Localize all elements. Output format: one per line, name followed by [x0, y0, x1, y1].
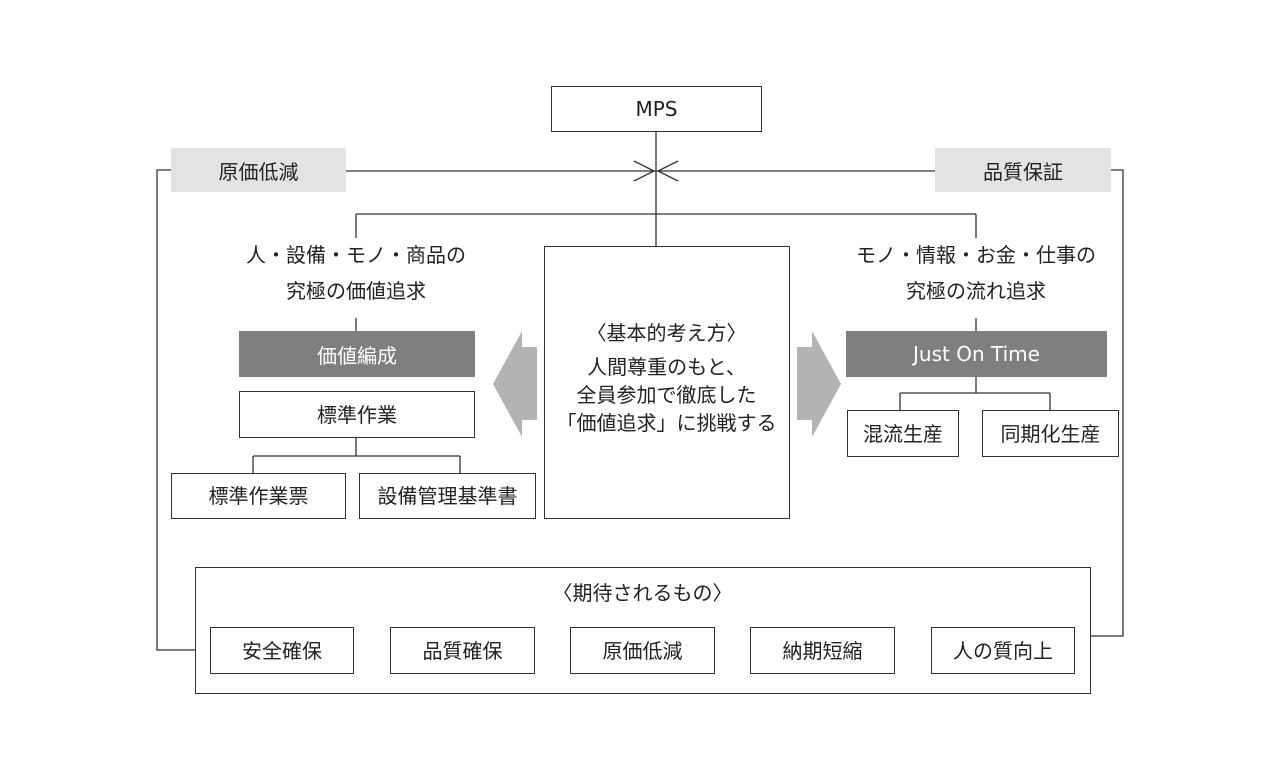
- mixed-production-label: 混流生産: [863, 421, 943, 446]
- expectation-quality: 品質確保: [390, 627, 535, 674]
- just-on-time-label: Just On Time: [913, 342, 1040, 366]
- basic-concept-line1: 人間尊重のもと、: [587, 355, 746, 379]
- basic-concept-content: 〈基本的考え方〉 人間尊重のもと、 全員参加で徹底した 「価値追求」に挑戦する: [545, 319, 788, 437]
- left-big-arrow: [493, 331, 537, 437]
- standard-work-sheet-label: 標準作業票: [208, 484, 309, 508]
- left-heading: 人・設備・モノ・商品の 究極の価値追求: [206, 242, 506, 304]
- right-heading-line2: 究極の流れ追求: [906, 279, 1046, 303]
- synchronized-production-box: 同期化生産: [982, 410, 1119, 457]
- just-on-time-box: Just On Time: [846, 331, 1107, 377]
- synchronized-production-label: 同期化生産: [1000, 421, 1101, 446]
- basic-concept-line2: 全員参加で徹底した: [576, 383, 757, 407]
- expectations-title: 〈期待されるもの〉: [552, 581, 733, 605]
- right-loop-line: [1091, 169, 1124, 637]
- value-organization-label: 価値編成: [317, 343, 397, 368]
- cost-reduction-label: 原価低減: [171, 148, 346, 192]
- standard-work-sheet-box: 標準作業票: [171, 473, 346, 519]
- basic-concept-line3: 「価値追求」に挑戦する: [556, 411, 777, 435]
- left-heading-line1: 人・設備・モノ・商品の: [246, 243, 466, 267]
- expectation-people-label: 人の質向上: [953, 638, 1053, 663]
- basic-concept-title: 〈基本的考え方〉: [586, 321, 747, 345]
- basic-concept-box: 〈基本的考え方〉 人間尊重のもと、 全員参加で徹底した 「価値追求」に挑戦する: [544, 246, 790, 519]
- equipment-standard-label: 設備管理基準書: [377, 484, 518, 508]
- left-arrowhead: [633, 160, 656, 182]
- expectation-people: 人の質向上: [931, 627, 1075, 674]
- expectation-cost: 原価低減: [570, 627, 715, 674]
- mixed-production-box: 混流生産: [847, 410, 959, 457]
- standard-work-label: 標準作業: [317, 402, 397, 427]
- left-heading-line2: 究極の価値追求: [286, 279, 426, 303]
- expectation-quality-label: 品質確保: [422, 638, 503, 663]
- standard-work-box: 標準作業: [239, 391, 475, 438]
- quality-assurance-text: 品質保証: [983, 159, 1063, 184]
- value-organization-box: 価値編成: [239, 331, 475, 377]
- expectation-safety: 安全確保: [210, 627, 354, 674]
- mps-box: MPS: [551, 86, 762, 132]
- quality-assurance-label: 品質保証: [935, 148, 1111, 192]
- mps-label: MPS: [635, 97, 678, 121]
- cost-reduction-text: 原価低減: [218, 159, 299, 184]
- right-big-arrow: [797, 331, 841, 437]
- expectation-delivery: 納期短縮: [750, 627, 895, 674]
- expectation-safety-label: 安全確保: [242, 638, 322, 663]
- right-heading-line1: モノ・情報・お金・仕事の: [856, 243, 1096, 267]
- equipment-standard-box: 設備管理基準書: [359, 473, 536, 519]
- expectation-delivery-label: 納期短縮: [782, 638, 863, 663]
- expectation-cost-label: 原価低減: [602, 638, 683, 663]
- left-loop-line: [156, 169, 195, 651]
- right-heading: モノ・情報・お金・仕事の 究極の流れ追求: [826, 242, 1126, 304]
- right-arrowhead: [656, 160, 679, 182]
